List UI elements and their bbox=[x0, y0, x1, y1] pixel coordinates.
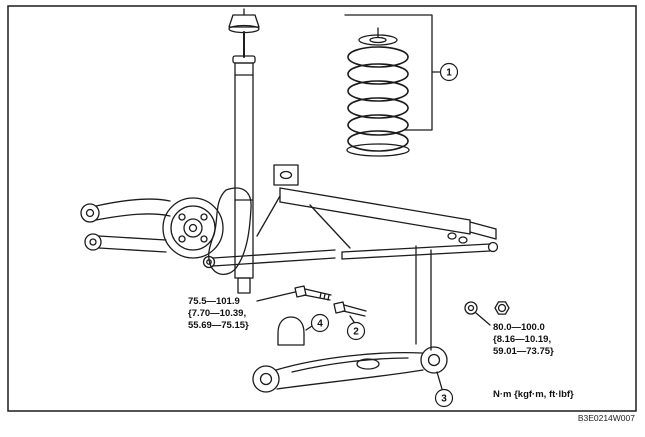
callout-3-leader bbox=[436, 371, 443, 390]
alignment-lines bbox=[415, 245, 432, 351]
callout-3 bbox=[434, 388, 454, 408]
units-note: N·m {kgf·m, ft·lbf} bbox=[493, 389, 574, 400]
torque-spec-right-line3: 59.01—73.75} bbox=[493, 346, 554, 357]
bolt-washer-nut-right bbox=[464, 301, 510, 326]
torque-spec-right-line2: {8.16—10.19, bbox=[493, 334, 551, 345]
torque-spec-left-line3: 55.69—75.15} bbox=[188, 320, 249, 331]
callout-2-number: 2 bbox=[353, 327, 359, 338]
wheel-hub bbox=[162, 197, 224, 259]
torque-spec-left-line1: 75.5—101.9 bbox=[188, 296, 240, 307]
left-arm-lower bbox=[84, 233, 167, 253]
figure-id: B3E0214W007 bbox=[578, 413, 635, 423]
callout-1-number: 1 bbox=[446, 68, 452, 79]
callout-4-number: 4 bbox=[317, 319, 323, 330]
coil-spring bbox=[346, 27, 410, 157]
callout-1-bracket bbox=[344, 14, 441, 131]
callout-3-number: 3 bbox=[441, 394, 447, 405]
lower-control-arm bbox=[252, 346, 448, 393]
subframe bbox=[256, 164, 497, 249]
callout-2 bbox=[346, 321, 366, 341]
callout-4-leader bbox=[305, 325, 313, 331]
bump-stopper bbox=[277, 316, 305, 346]
callout-1 bbox=[439, 62, 459, 82]
torque-spec-right-line1: 80.0—100.0 bbox=[493, 322, 545, 333]
callout-4 bbox=[310, 313, 330, 333]
shock-absorber bbox=[228, 8, 260, 294]
bolt-left-spec bbox=[256, 285, 332, 302]
bolt-item-2 bbox=[333, 301, 367, 323]
torque-spec-left-line2: {7.70—10.39, bbox=[188, 308, 246, 319]
upper-arm bbox=[80, 198, 171, 223]
